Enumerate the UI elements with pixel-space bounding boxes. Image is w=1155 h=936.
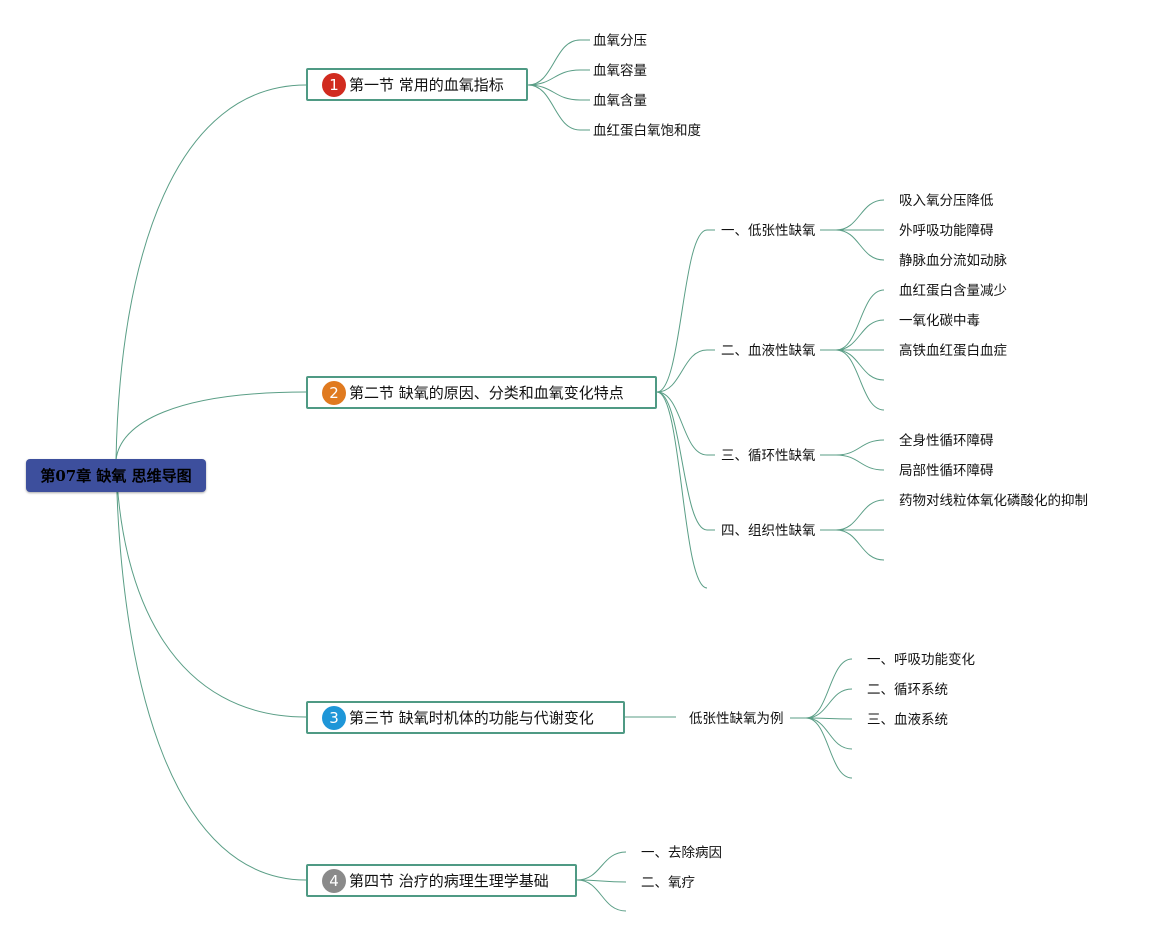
connector-s2-cat-4 [656, 391, 708, 589]
connector-s2-c2-4 [835, 349, 885, 411]
number-3-icon: 3 [322, 705, 346, 730]
topic-respiratory-changes[interactable]: 一、呼吸功能变化 [867, 652, 975, 668]
number-4-icon: 4 [322, 868, 346, 893]
connector-s2-c1-2 [835, 229, 885, 261]
topic-circulatory-hypoxia[interactable]: 三、循环性缺氧 [721, 448, 816, 464]
connector-s1-item-3 [527, 84, 590, 131]
connector-root-section-4 [115, 459, 307, 881]
topic-hypotonic-hypoxia[interactable]: 一、低张性缺氧 [721, 223, 816, 239]
topic-systemic-circulation-disorder[interactable]: 全身性循环障碍 [899, 433, 994, 449]
connector-s2-cat-0 [656, 229, 715, 393]
connector-s4-item-2 [576, 879, 627, 912]
root-label: 第07章 缺氧 思维导图 [40, 467, 192, 485]
topic-histogenous-hypoxia[interactable]: 四、组织性缺氧 [721, 523, 816, 539]
topic-methemoglobinemia[interactable]: 高铁血红蛋白血症 [899, 343, 1007, 359]
connector-s4-item-0 [576, 851, 627, 881]
connector-s3-child-3 [805, 717, 853, 750]
section-3-title: 第三节 缺氧时机体的功能与代谢变化 [349, 709, 594, 727]
connector-s3-child-0 [805, 658, 853, 719]
topic-hemoglobin-decrease[interactable]: 血红蛋白含量减少 [899, 283, 1007, 299]
connector-s1-item-0 [527, 39, 590, 86]
section-3-node[interactable]: 3 第三节 缺氧时机体的功能与代谢变化 [306, 701, 625, 734]
topic-hypotonic-example[interactable]: 低张性缺氧为例 [689, 711, 784, 727]
connector-s2-c2-3 [835, 349, 885, 381]
connector-s2-c4-2 [835, 529, 885, 561]
connector-root-section-3 [115, 459, 307, 718]
root-node[interactable]: 第07章 缺氧 思维导图 [26, 459, 206, 492]
section-4-node[interactable]: 4 第四节 治疗的病理生理学基础 [306, 864, 577, 897]
connector-s3-child-1 [805, 688, 853, 719]
section-1-node[interactable]: 1 第一节 常用的血氧指标 [306, 68, 528, 101]
topic-blood-oxygen-capacity[interactable]: 血氧容量 [593, 63, 647, 79]
topic-external-respiration-dysfunction[interactable]: 外呼吸功能障碍 [899, 223, 994, 239]
connector-s4-item-1 [576, 879, 627, 883]
section-4-title: 第四节 治疗的病理生理学基础 [349, 872, 549, 890]
connector-s2-c1-0 [835, 199, 885, 231]
section-2-title: 第二节 缺氧的原因、分类和血氧变化特点 [349, 384, 624, 402]
connector-s1-item-2 [527, 84, 590, 101]
topic-carbon-monoxide-poisoning[interactable]: 一氧化碳中毒 [899, 313, 980, 329]
topic-venous-admixture[interactable]: 静脉血分流如动脉 [899, 253, 1007, 269]
number-2-icon: 2 [322, 380, 346, 405]
connector-s1-item-1 [527, 69, 590, 86]
connector-s2-c2-1 [835, 319, 885, 351]
connector-s3-child-4 [805, 717, 853, 779]
topic-blood-oxygen-partial-pressure[interactable]: 血氧分压 [593, 33, 647, 49]
topic-remove-cause[interactable]: 一、去除病因 [641, 845, 722, 861]
connector-s2-c4-0 [835, 499, 885, 531]
topic-low-inspired-oxygen[interactable]: 吸入氧分压降低 [899, 193, 994, 209]
connector-s2-c3-0 [835, 439, 885, 456]
number-1-icon: 1 [322, 72, 346, 97]
topic-circulatory-system[interactable]: 二、循环系统 [867, 682, 948, 698]
connector-s2-cat-1 [656, 349, 715, 393]
section-2-node[interactable]: 2 第二节 缺氧的原因、分类和血氧变化特点 [306, 376, 657, 409]
connector-root-section-2 [115, 391, 307, 461]
connector-s2-cat-3 [656, 391, 715, 531]
topic-oxidative-phosphorylation-inhibition[interactable]: 药物对线粒体氧化磷酸化的抑制 [899, 493, 1088, 509]
topic-oxygen-therapy[interactable]: 二、氧疗 [641, 875, 695, 891]
topic-hemoglobin-oxygen-saturation[interactable]: 血红蛋白氧饱和度 [593, 123, 701, 139]
connector-s2-c2-0 [835, 289, 885, 351]
topic-blood-system[interactable]: 三、血液系统 [867, 712, 948, 728]
connector-s2-cat-2 [656, 391, 715, 456]
topic-local-circulation-disorder[interactable]: 局部性循环障碍 [899, 463, 994, 479]
connector-root-section-1 [115, 84, 307, 461]
connector-s2-c3-1 [835, 454, 885, 471]
topic-blood-oxygen-content[interactable]: 血氧含量 [593, 93, 647, 109]
section-1-title: 第一节 常用的血氧指标 [349, 76, 504, 94]
topic-hemic-hypoxia[interactable]: 二、血液性缺氧 [721, 343, 816, 359]
connector-s3-child-2 [805, 717, 853, 720]
